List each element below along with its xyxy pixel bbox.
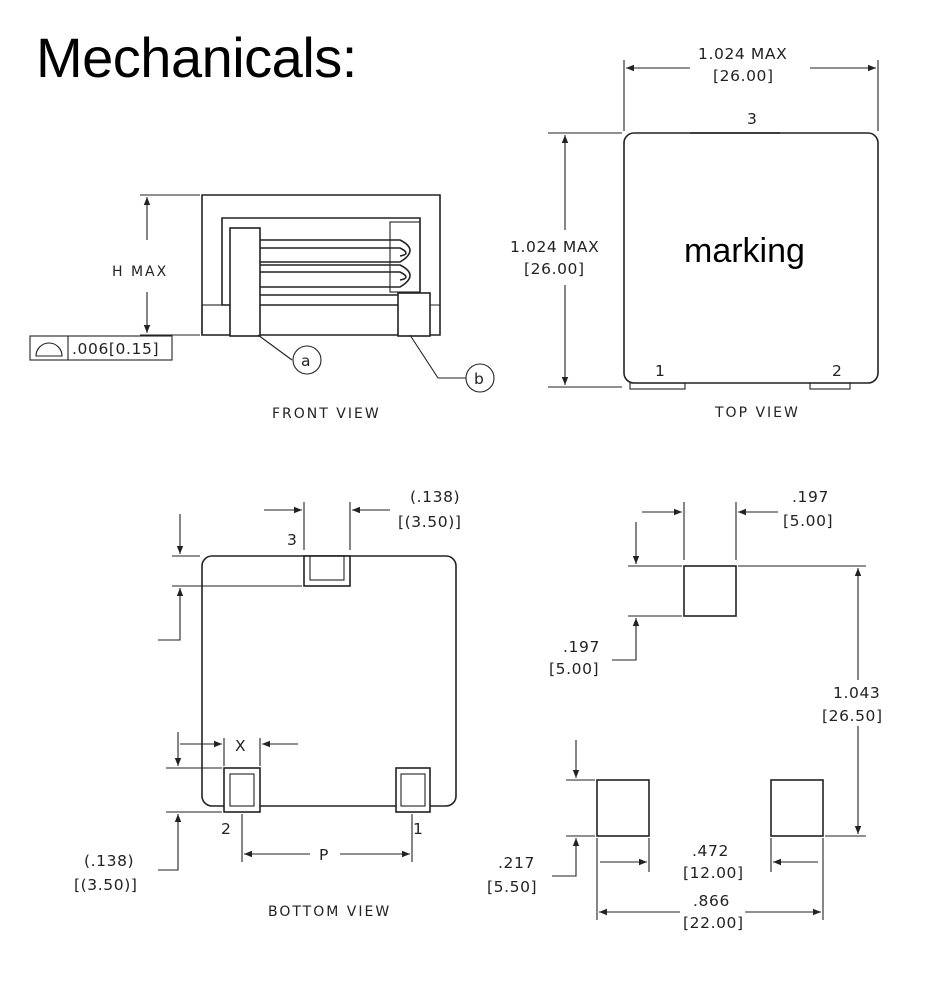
bottom-pin-2: 2 xyxy=(221,820,231,838)
land-inner-mm: [12.00] xyxy=(683,864,744,882)
pitch-label: P xyxy=(319,846,329,864)
front-view-caption: FRONT VIEW xyxy=(272,406,381,422)
land-height-mm: [5.00] xyxy=(549,660,599,678)
pad-depth-in: (.138) xyxy=(84,852,134,870)
land-outer-in: .866 xyxy=(693,892,730,910)
land-pad-height-in: .217 xyxy=(498,854,535,872)
bottom-pin-3: 3 xyxy=(287,531,297,549)
land-span-mm: [26.50] xyxy=(822,707,883,725)
pad-depth-mm: [(3.50)] xyxy=(74,876,138,894)
bottom-view-caption: BOTTOM VIEW xyxy=(268,904,391,920)
land-width-mm: [5.00] xyxy=(783,512,833,530)
front-view: H MAX .006[0.15] a b FRONT VIEW xyxy=(29,194,495,422)
flatness-tolerance: .006[0.15] xyxy=(72,340,159,358)
land-pattern: .197 [5.00] .197 [5.00] 1.043 [26.50] .2… xyxy=(487,488,883,932)
callout-a: a xyxy=(301,352,311,370)
land-inner-in: .472 xyxy=(692,842,729,860)
top-width-in: 1.024 MAX xyxy=(698,45,787,63)
bottom-pin-1: 1 xyxy=(413,820,423,838)
land-width-in: .197 xyxy=(792,488,829,506)
top-pin-2: 2 xyxy=(832,362,842,380)
x-label: X xyxy=(235,737,246,755)
top-view-caption: TOP VIEW xyxy=(714,405,800,421)
top-width-mm: [26.00] xyxy=(713,67,774,85)
pad-width-mm: [(3.50)] xyxy=(398,513,462,531)
land-outer-mm: [22.00] xyxy=(683,914,744,932)
height-label: H MAX xyxy=(112,264,168,280)
top-pin-3: 3 xyxy=(747,110,757,128)
land-span-in: 1.043 xyxy=(833,684,880,702)
land-pad-height-mm: [5.50] xyxy=(487,878,537,896)
callout-b: b xyxy=(474,370,484,388)
top-height-in: 1.024 MAX xyxy=(510,238,599,256)
land-height-in: .197 xyxy=(563,638,600,656)
top-pin-1: 1 xyxy=(655,362,665,380)
pad-width-in: (.138) xyxy=(410,488,460,506)
page-title: Mechanicals: xyxy=(36,26,357,89)
top-height-mm: [26.00] xyxy=(524,260,585,278)
marking-label: marking xyxy=(684,232,805,270)
bottom-view: (.138) [(3.50)] X (.138) [(3.50)] P 3 2 … xyxy=(74,488,462,920)
top-view: 1.024 MAX [26.00] 1.024 MAX [26.00] mark… xyxy=(510,45,879,421)
